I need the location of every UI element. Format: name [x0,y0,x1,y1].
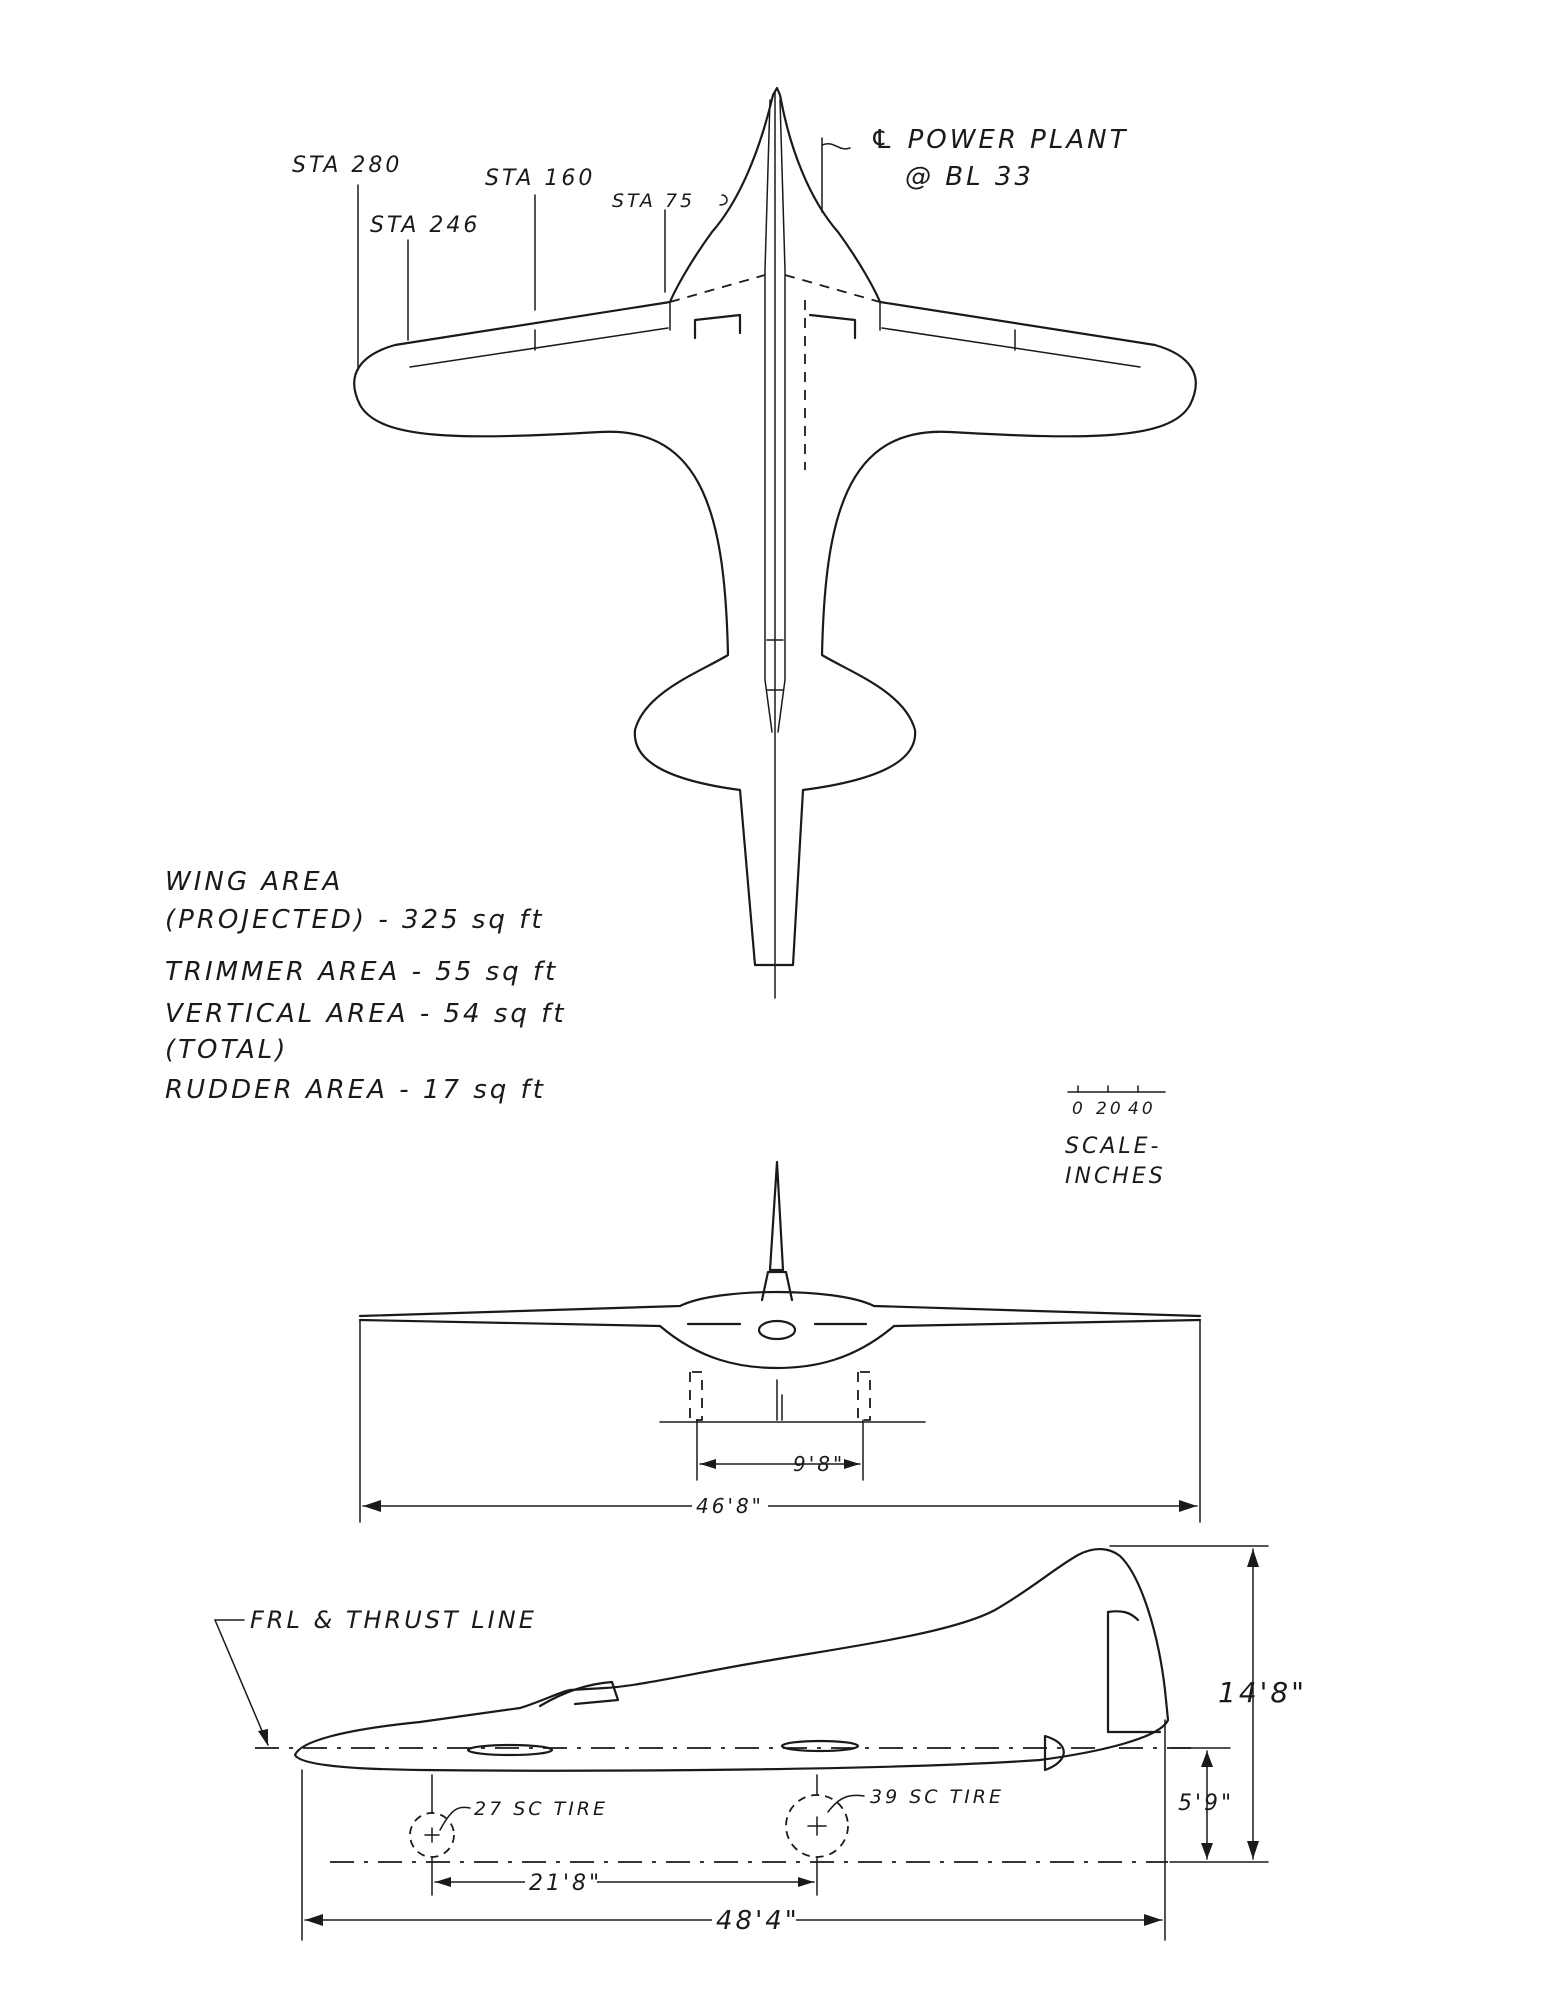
ground-clearance-dimension: 5'9" [1178,1791,1234,1816]
span-arrow-right [1179,1500,1197,1512]
length-arrow-right [1144,1914,1162,1926]
main-tire-leader [827,1794,865,1813]
plan-left-flap [409,327,669,368]
span-dimension: 46'8" [696,1494,764,1518]
side-fuselage-outline [293,1548,1170,1772]
sta-246-label: STA 246 [370,213,480,238]
main-tire-center [807,1816,827,1836]
front-left-gear [689,1371,703,1421]
wheelbase-arrow-left [435,1877,451,1887]
span-arrow-left [363,1500,381,1512]
track-arrow-right [844,1459,860,1469]
trimmer-area: TRIMMER AREA - 55 sq ft [165,957,558,987]
wheelbase-arrow-right [798,1877,814,1887]
front-view: 9'8" 46'8" [358,1160,1202,1523]
vertical-area-line2: (TOTAL) [165,1035,288,1065]
wing-area-line2: (PROJECTED) - 325 sq ft [165,905,545,935]
front-vertical-fin [768,1160,785,1272]
plan-view: STA 280 STA 246 STA 160 STA 75 ℄ POWER P… [292,86,1197,999]
main-tire-label: 39 SC TIRE [870,1786,1004,1808]
plan-right-flap [881,327,1141,368]
clearance-arrow-top [1201,1751,1213,1767]
span-label-mask [692,1492,768,1518]
scale-tick-label-40: 40 [1128,1099,1156,1119]
sta-280-label: STA 280 [292,153,402,178]
front-wing-lower [358,1318,1202,1370]
scale-bar: 0 20 40 SCALE- INCHES [1065,1085,1166,1189]
wheelbase-label-mask [525,1869,597,1895]
sta-75-label: STA 75 [612,190,695,212]
scale-label-line1: SCALE- [1065,1134,1161,1159]
plan-view-outline [353,86,1197,967]
scale-label-line2: INCHES [1065,1164,1166,1189]
overall-length-dimension: 48'4" [716,1906,800,1936]
clearance-arrow-bottom [1201,1843,1213,1859]
power-plant-label-line2: @ BL 33 [905,162,1034,192]
front-wing-upper [358,1290,1202,1318]
plan-wing-root-dashed-right [784,274,881,303]
power-plant-leader [821,143,851,150]
area-notes: WING AREA (PROJECTED) - 325 sq ft TRIMME… [165,867,567,1105]
vertical-area-line1: VERTICAL AREA - 54 sq ft [165,999,567,1029]
height-arrow-top [1247,1549,1259,1567]
overall-height-dimension: 14'8" [1218,1676,1307,1709]
sta-160-label: STA 160 [485,166,595,191]
scale-tick-label-0: 0 [1072,1099,1086,1119]
wheelbase-dimension: 21'8" [529,1871,602,1896]
track-arrow-left [700,1459,716,1469]
length-label-mask [712,1903,796,1933]
plan-right-intake [808,313,857,340]
side-rudder-top [1106,1610,1140,1622]
power-plant-label-line1: ℄ POWER PLANT [870,125,1128,155]
nose-tire-label: 27 SC TIRE [474,1798,608,1820]
wing-area-line1: WING AREA [165,867,343,897]
height-arrow-bottom [1247,1841,1259,1859]
nose-tire-center [424,1827,440,1843]
length-arrow-left [305,1914,323,1926]
frl-leader [213,1619,269,1746]
side-rudder [1106,1610,1162,1734]
side-wing-section-fwd [466,1743,554,1757]
sta-75-leader-curve [719,194,728,206]
side-trimmer-section [1043,1734,1065,1772]
scale-tick-label-20: 20 [1096,1099,1124,1119]
front-nose-gear [776,1379,783,1421]
frl-arrow [258,1729,268,1746]
rudder-area: RUDDER AREA - 17 sq ft [165,1075,546,1105]
plan-fuselage-left-line [764,99,773,733]
side-wing-section-aft [780,1739,860,1753]
gear-track-dimension: 9'8" [793,1452,845,1476]
front-canopy [760,1270,794,1302]
plan-wing-root-dashed-left [669,274,766,303]
nose-tire-leader [439,1806,471,1831]
plan-left-intake [693,313,742,340]
plan-fuselage-right-line [777,99,786,733]
side-view: FRL & THRUST LINE 27 SC TIRE 39 SC TIRE … [213,1545,1307,1941]
front-right-gear [857,1371,871,1421]
side-canopy [538,1680,620,1708]
frl-thrust-line-label: FRL & THRUST LINE [250,1606,537,1634]
front-intake-center [757,1319,797,1341]
